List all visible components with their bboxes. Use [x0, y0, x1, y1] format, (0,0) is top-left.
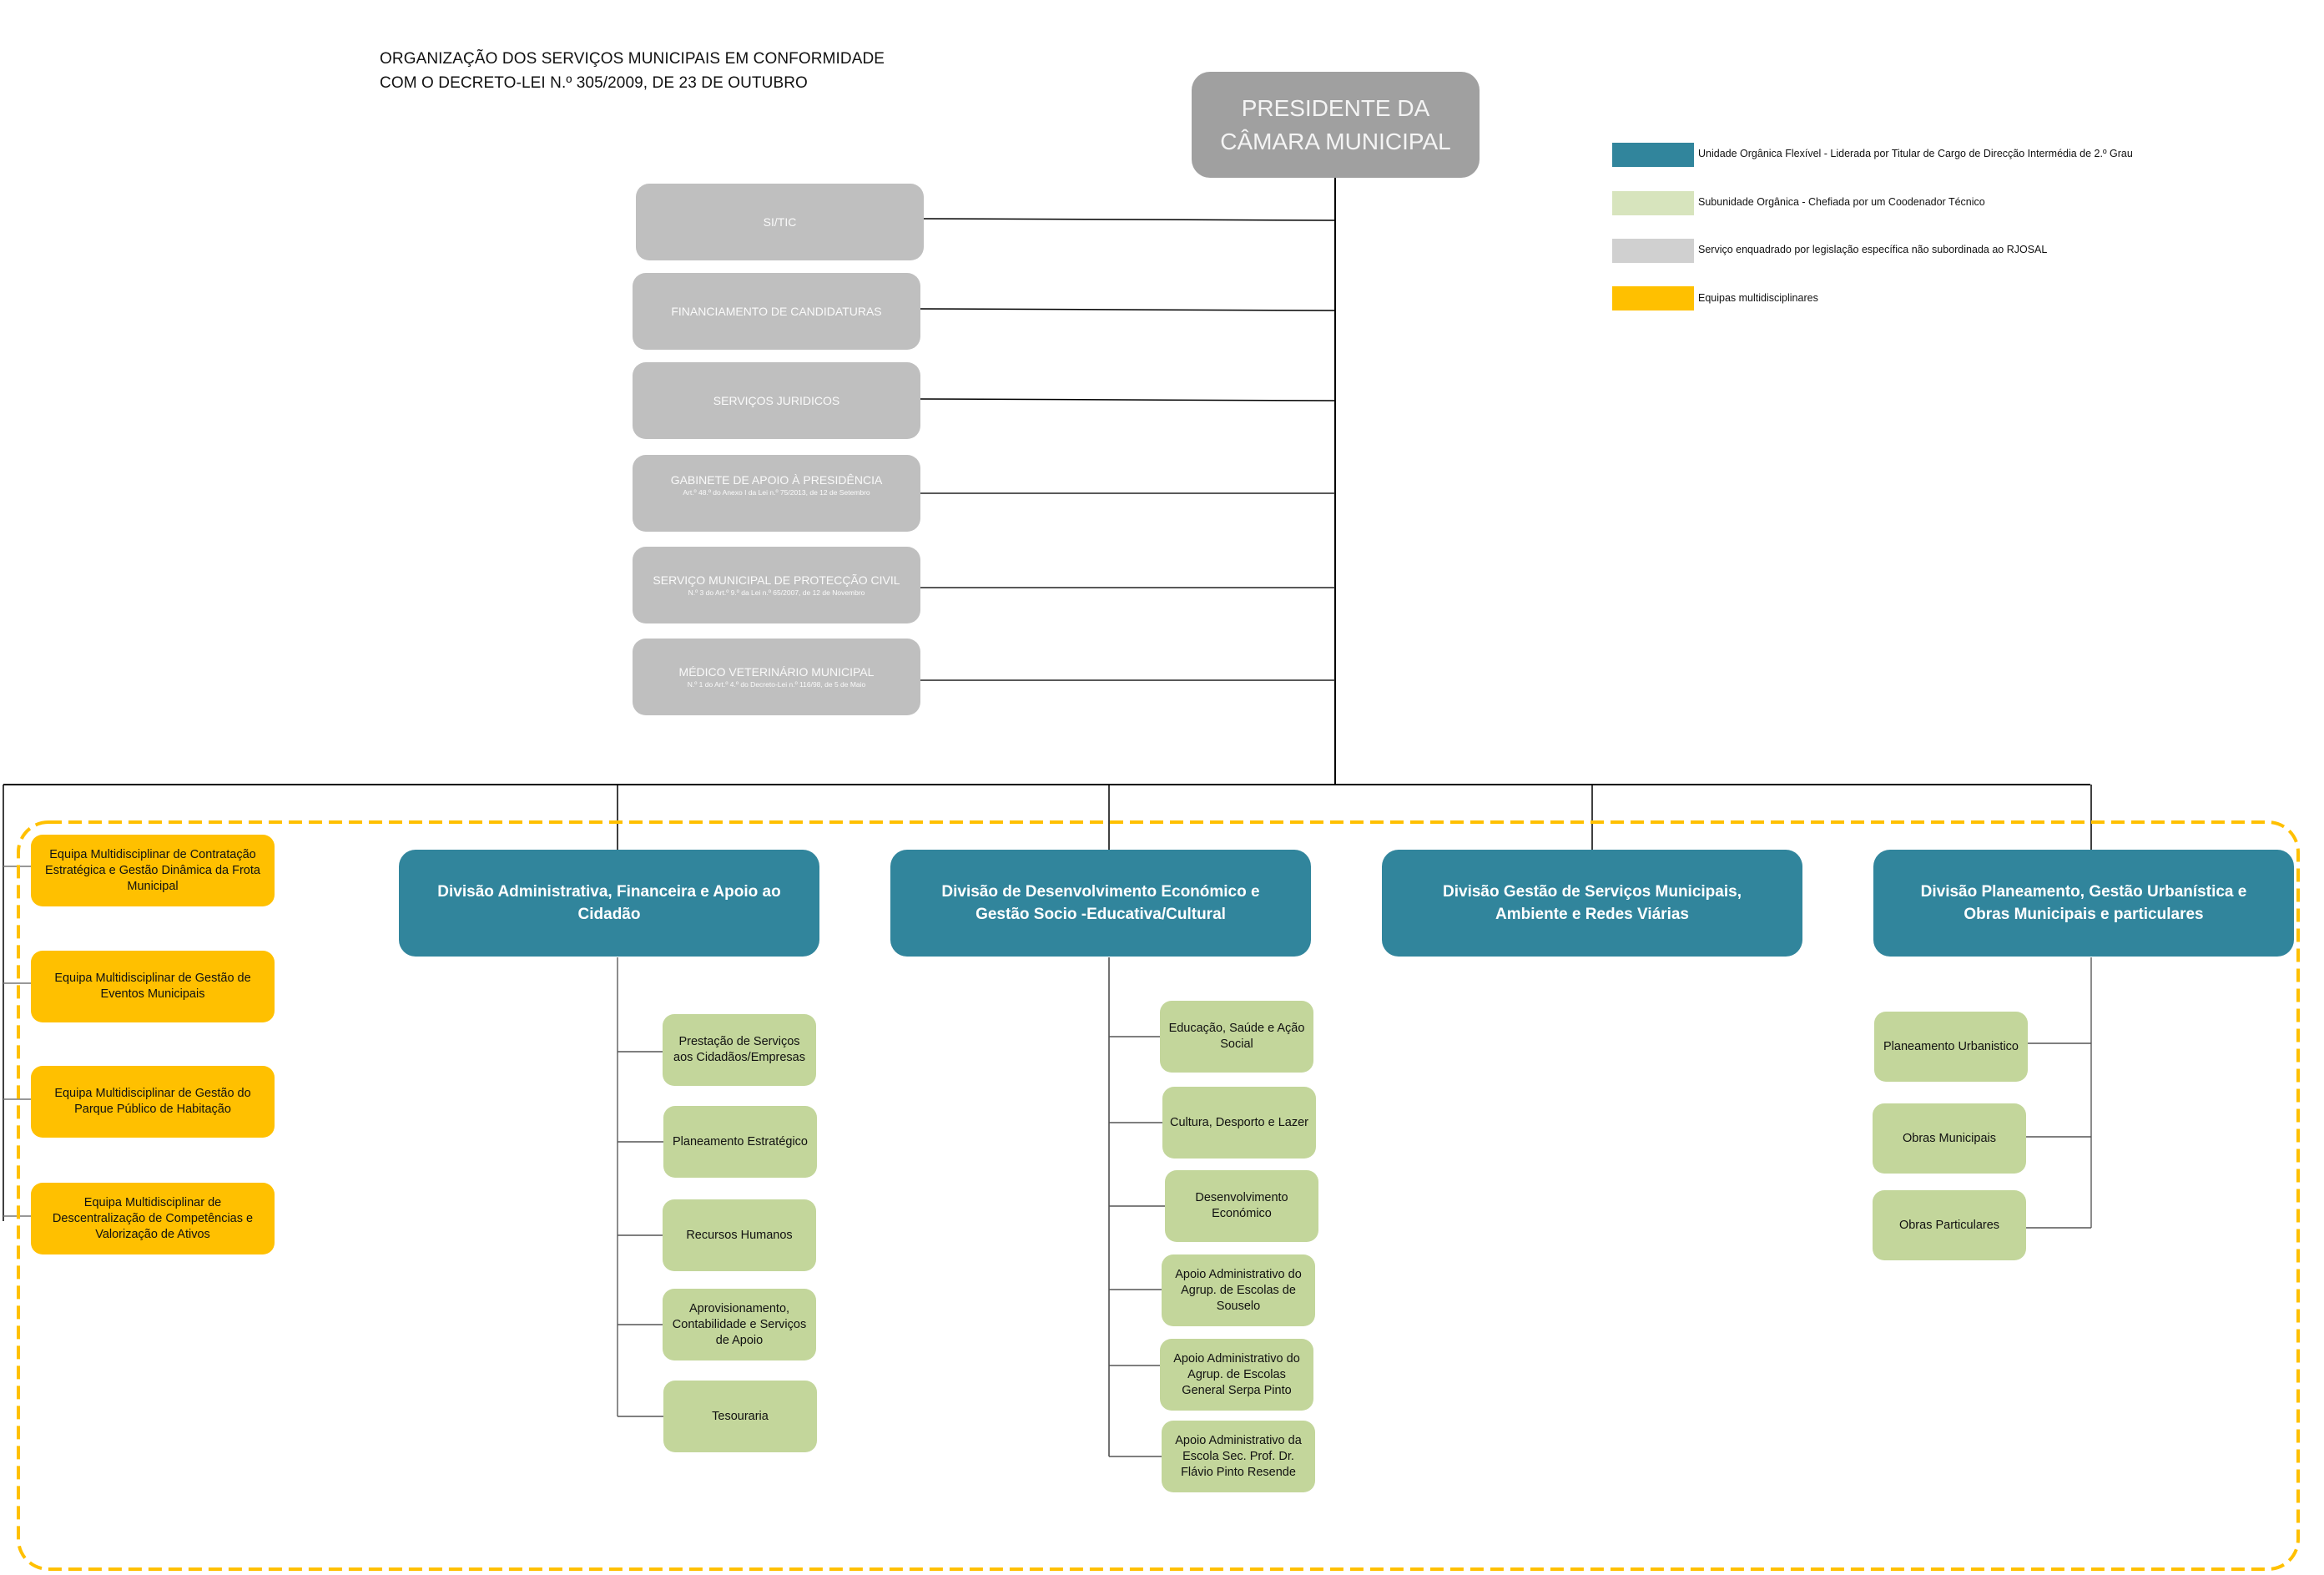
division-label: Divisão Planeamento, Gestão Urbanística …: [1920, 883, 2247, 923]
service-label: SERVIÇO MUNICIPAL DE PROTECÇÃO CIVIL: [653, 573, 900, 587]
subunit-label: Planeamento Estratégico: [672, 1134, 808, 1148]
team-label: Equipa Multidisciplinar de Gestão do Par…: [54, 1087, 251, 1116]
division-planeamento-urbanistica[interactable]: Divisão Planeamento, Gestão Urbanística …: [1873, 850, 2294, 957]
service-label: SERVIÇOS JURIDICOS: [713, 394, 840, 407]
subunit-aprovisionamento[interactable]: Aprovisionamento, Contabilidade e Serviç…: [663, 1289, 816, 1360]
document-title-line-1: ORGANIZAÇÃO DOS SERVIÇOS MUNICIPAIS EM C…: [380, 50, 885, 68]
subunit-tesouraria[interactable]: Tesouraria: [663, 1381, 817, 1452]
subunit-prestacao-servicos[interactable]: Prestação de Serviços aos Cidadãos/Empre…: [663, 1014, 816, 1086]
subunit-recursos-humanos[interactable]: Recursos Humanos: [663, 1199, 816, 1271]
team-contratacao-frota[interactable]: Equipa Multidisciplinar de Contratação E…: [31, 835, 275, 906]
division-label: Divisão Administrativa, Financeira e Apo…: [437, 883, 781, 923]
president-box[interactable]: PRESIDENTE DA CÂMARA MUNICIPAL: [1192, 72, 1480, 178]
service-label: FINANCIAMENTO DE CANDIDATURAS: [671, 305, 882, 318]
service-protecao-civil[interactable]: SERVIÇO MUNICIPAL DE PROTECÇÃO CIVIL N.º…: [633, 547, 920, 623]
subunit-label: Obras Municipais: [1902, 1131, 1996, 1145]
subunit-label: Cultura, Desporto e Lazer: [1169, 1115, 1309, 1129]
service-si-tic[interactable]: SI/TIC: [636, 184, 924, 260]
division-desenvolvimento-economico[interactable]: Divisão de Desenvolvimento Económico e G…: [890, 850, 1311, 957]
legend-swatch-subunit: [1612, 191, 1694, 215]
subunit-label: Apoio Administrativo da Escola Sec. Prof…: [1175, 1433, 1302, 1479]
subunit-label: Prestação de Serviços aos Cidadãos/Empre…: [673, 1035, 805, 1064]
subunit-label: Educação, Saúde e Ação Social: [1168, 1022, 1305, 1051]
subunit-planeamento-urbanistico[interactable]: Planeamento Urbanistico: [1874, 1012, 2028, 1082]
team-parque-habitacao[interactable]: Equipa Multidisciplinar de Gestão do Par…: [31, 1066, 275, 1138]
legend-swatch-flexible-unit: [1612, 143, 1694, 167]
service-legal-note: Art.º 48.º do Anexo I da Lei n.º 75/2013…: [683, 488, 870, 497]
service-financiamento-candidaturas[interactable]: FINANCIAMENTO DE CANDIDATURAS: [633, 273, 920, 350]
connector-juridicos: [917, 398, 1336, 401]
team-descentralizacao[interactable]: Equipa Multidisciplinar de Descentraliza…: [31, 1183, 275, 1254]
service-medico-veterinario[interactable]: MÉDICO VETERINÁRIO MUNICIPAL N.º 1 do Ar…: [633, 639, 920, 715]
subunit-label: Apoio Administrativo do Agrup. de Escola…: [1175, 1267, 1302, 1313]
service-label: GABINETE DE APOIO À PRESIDÊNCIA: [670, 473, 883, 487]
subunit-desenvolvimento-economico[interactable]: Desenvolvimento Económico: [1165, 1170, 1318, 1242]
service-legal-note: N.º 3 do Art.º 9.º da Lei n.º 65/2007, d…: [688, 588, 865, 597]
team-label: Equipa Multidisciplinar de Gestão de Eve…: [54, 972, 251, 1001]
subunit-label: Tesouraria: [712, 1409, 769, 1423]
team-eventos-municipais[interactable]: Equipa Multidisciplinar de Gestão de Eve…: [31, 951, 275, 1022]
subunit-apoio-souselo[interactable]: Apoio Administrativo do Agrup. de Escola…: [1162, 1254, 1315, 1326]
subunit-educacao-saude[interactable]: Educação, Saúde e Ação Social: [1160, 1001, 1313, 1073]
multidisciplinary-boundary: [17, 820, 2300, 1571]
legend-label-teams: Equipas multidisciplinares: [1698, 292, 1818, 304]
subunit-apoio-flavio-resende[interactable]: Apoio Administrativo da Escola Sec. Prof…: [1162, 1421, 1315, 1492]
legend-swatch-specific-service: [1612, 239, 1694, 263]
subunit-label: Planeamento Urbanistico: [1883, 1039, 2019, 1053]
division-servicos-municipais-ambiente[interactable]: Divisão Gestão de Serviços Municipais, A…: [1382, 850, 1802, 957]
team-label: Equipa Multidisciplinar de Contratação E…: [45, 847, 260, 893]
service-gabinete-apoio-presidencia[interactable]: GABINETE DE APOIO À PRESIDÊNCIA Art.º 48…: [633, 455, 920, 532]
subunit-obras-particulares[interactable]: Obras Particulares: [1873, 1190, 2026, 1260]
team-label: Equipa Multidisciplinar de Descentraliza…: [52, 1195, 254, 1241]
division-administrativa-financeira[interactable]: Divisão Administrativa, Financeira e Apo…: [399, 850, 819, 957]
legend-label-flexible-unit: Unidade Orgânica Flexível - Liderada por…: [1698, 148, 2133, 159]
subunit-obras-municipais[interactable]: Obras Municipais: [1873, 1103, 2026, 1174]
subunit-label: Recursos Humanos: [686, 1228, 793, 1242]
subunit-cultura-desporto[interactable]: Cultura, Desporto e Lazer: [1162, 1087, 1316, 1159]
service-label: MÉDICO VETERINÁRIO MUNICIPAL: [678, 665, 875, 679]
division-label: Divisão Gestão de Serviços Municipais, A…: [1443, 883, 1742, 923]
subunit-label: Aprovisionamento, Contabilidade e Serviç…: [672, 1301, 807, 1347]
president-line-1: PRESIDENTE DA: [1241, 94, 1430, 121]
legend-label-subunit: Subunidade Orgânica - Chefiada por um Co…: [1698, 196, 1985, 208]
subunit-label: Apoio Administrativo do Agrup. de Escola…: [1173, 1351, 1300, 1397]
subunit-apoio-serpa-pinto[interactable]: Apoio Administrativo do Agrup. de Escola…: [1160, 1339, 1313, 1411]
legend-label-specific-service: Serviço enquadrado por legislação especí…: [1698, 244, 2048, 255]
service-legal-note: N.º 1 do Art.º 4.º do Decreto-Lei n.º 11…: [687, 680, 866, 689]
service-label: SI/TIC: [763, 215, 797, 229]
service-juridicos[interactable]: SERVIÇOS JURIDICOS: [633, 362, 920, 439]
division-label: Divisão de Desenvolvimento Económico e G…: [941, 883, 1260, 923]
legend-swatch-teams: [1612, 286, 1694, 310]
subunit-planeamento-estrategico[interactable]: Planeamento Estratégico: [663, 1106, 817, 1178]
subunit-label: Obras Particulares: [1898, 1218, 2000, 1232]
document-title-line-2: COM O DECRETO-LEI N.º 305/2009, DE 23 DE…: [380, 74, 808, 92]
subunit-label: Desenvolvimento Económico: [1195, 1191, 1288, 1220]
connector-financiamento: [917, 308, 1336, 311]
connector-si-tic: [921, 218, 1336, 221]
president-line-2: CÂMARA MUNICIPAL: [1220, 128, 1451, 154]
